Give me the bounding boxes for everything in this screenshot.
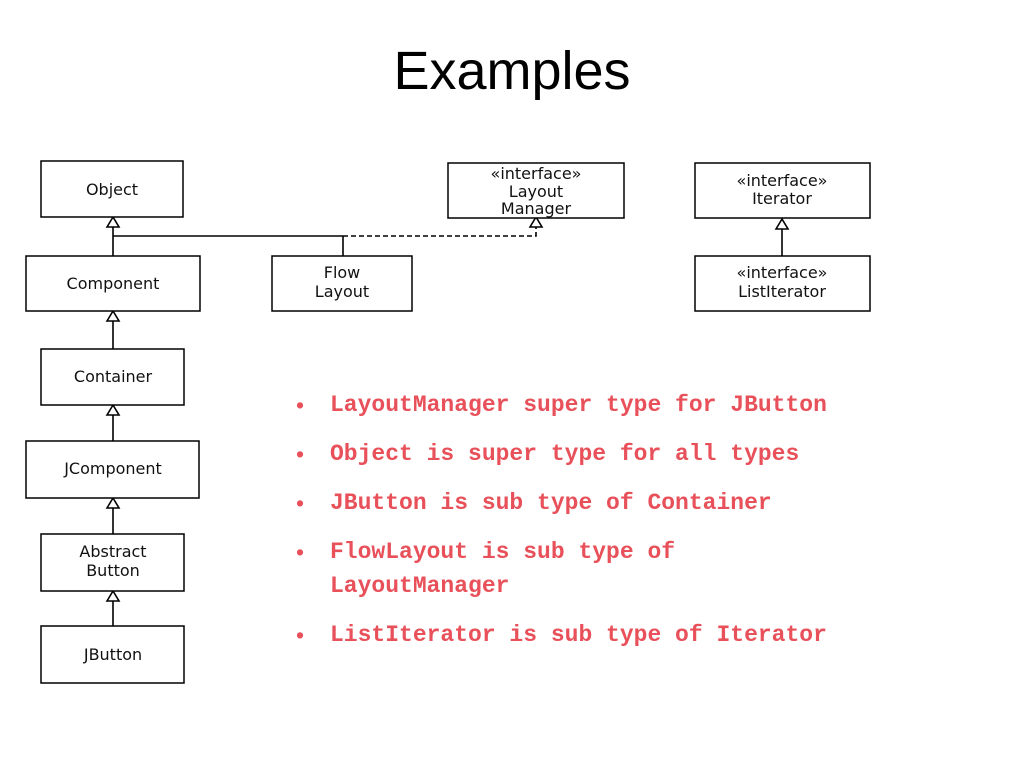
box-jcomponent: JComponent — [25, 440, 200, 499]
bullet-text: LayoutManager super type for JButton — [330, 392, 827, 418]
bullet-list: • LayoutManager super type for JButton • O… — [296, 388, 996, 667]
box-object: Object — [40, 160, 184, 218]
box-list-iterator: «interface» ListIterator — [694, 255, 871, 312]
arrowhead-abstractbutton — [105, 589, 121, 602]
box-iterator-label-2: Iterator — [752, 189, 812, 208]
bullet-dot-icon: • — [296, 441, 305, 467]
arrowhead-iterator — [774, 217, 790, 230]
bullet-item: • FlowLayout is sub type of LayoutManager — [296, 535, 770, 603]
arrowhead-object — [105, 215, 121, 228]
bullet-dot-icon: • — [296, 392, 305, 418]
box-component: Component — [25, 255, 201, 312]
bullet-dot-icon: • — [296, 490, 305, 516]
bullet-item: • Object is super type for all types — [296, 437, 996, 471]
arrowhead-container — [105, 403, 121, 416]
arrowhead-jcomponent — [105, 496, 121, 509]
bullet-dot-icon: • — [296, 622, 305, 648]
box-layout-manager: «interface» Layout Manager — [447, 162, 625, 219]
arrowhead-layoutmanager — [528, 215, 544, 228]
box-list-iterator-label-2: ListIterator — [738, 282, 826, 301]
box-flow-layout-label-2: Layout — [315, 282, 369, 301]
bullet-item: • JButton is sub type of Container — [296, 486, 996, 520]
box-layout-manager-label-3: Manager — [501, 199, 572, 218]
box-jbutton-label: JButton — [83, 645, 142, 664]
box-object-label: Object — [86, 180, 138, 199]
box-abstract-button-label-2: Button — [86, 561, 140, 580]
bullet-item: • ListIterator is sub type of Iterator — [296, 618, 996, 652]
bullet-dot-icon: • — [296, 539, 305, 565]
bullet-text: ListIterator is sub type of Iterator — [330, 622, 827, 648]
box-iterator: «interface» Iterator — [694, 162, 871, 219]
bullet-text: FlowLayout is sub type of LayoutManager — [330, 539, 676, 599]
box-flow-layout-label-1: Flow — [324, 263, 361, 282]
bullet-text: Object is super type for all types — [330, 441, 800, 467]
box-component-label: Component — [67, 274, 160, 293]
box-abstract-button-label-1: Abstract — [79, 542, 146, 561]
bullet-item: • LayoutManager super type for JButton — [296, 388, 996, 422]
slide-title: Examples — [393, 41, 631, 101]
box-list-iterator-label-1: «interface» — [737, 263, 828, 282]
box-container: Container — [40, 348, 185, 406]
box-flow-layout: Flow Layout — [271, 255, 413, 312]
box-layout-manager-label-2: Layout — [509, 182, 563, 201]
box-jbutton: JButton — [40, 625, 185, 684]
bullet-text: JButton is sub type of Container — [330, 490, 772, 516]
box-jcomponent-label: JComponent — [63, 459, 162, 478]
edge-flowlayout-layoutmanager — [343, 222, 537, 237]
box-container-label: Container — [74, 367, 153, 386]
arrowhead-component — [105, 309, 121, 322]
connectors — [105, 215, 790, 626]
box-iterator-label-1: «interface» — [737, 171, 828, 190]
box-abstract-button: Abstract Button — [40, 533, 185, 592]
box-layout-manager-label-1: «interface» — [491, 164, 582, 183]
